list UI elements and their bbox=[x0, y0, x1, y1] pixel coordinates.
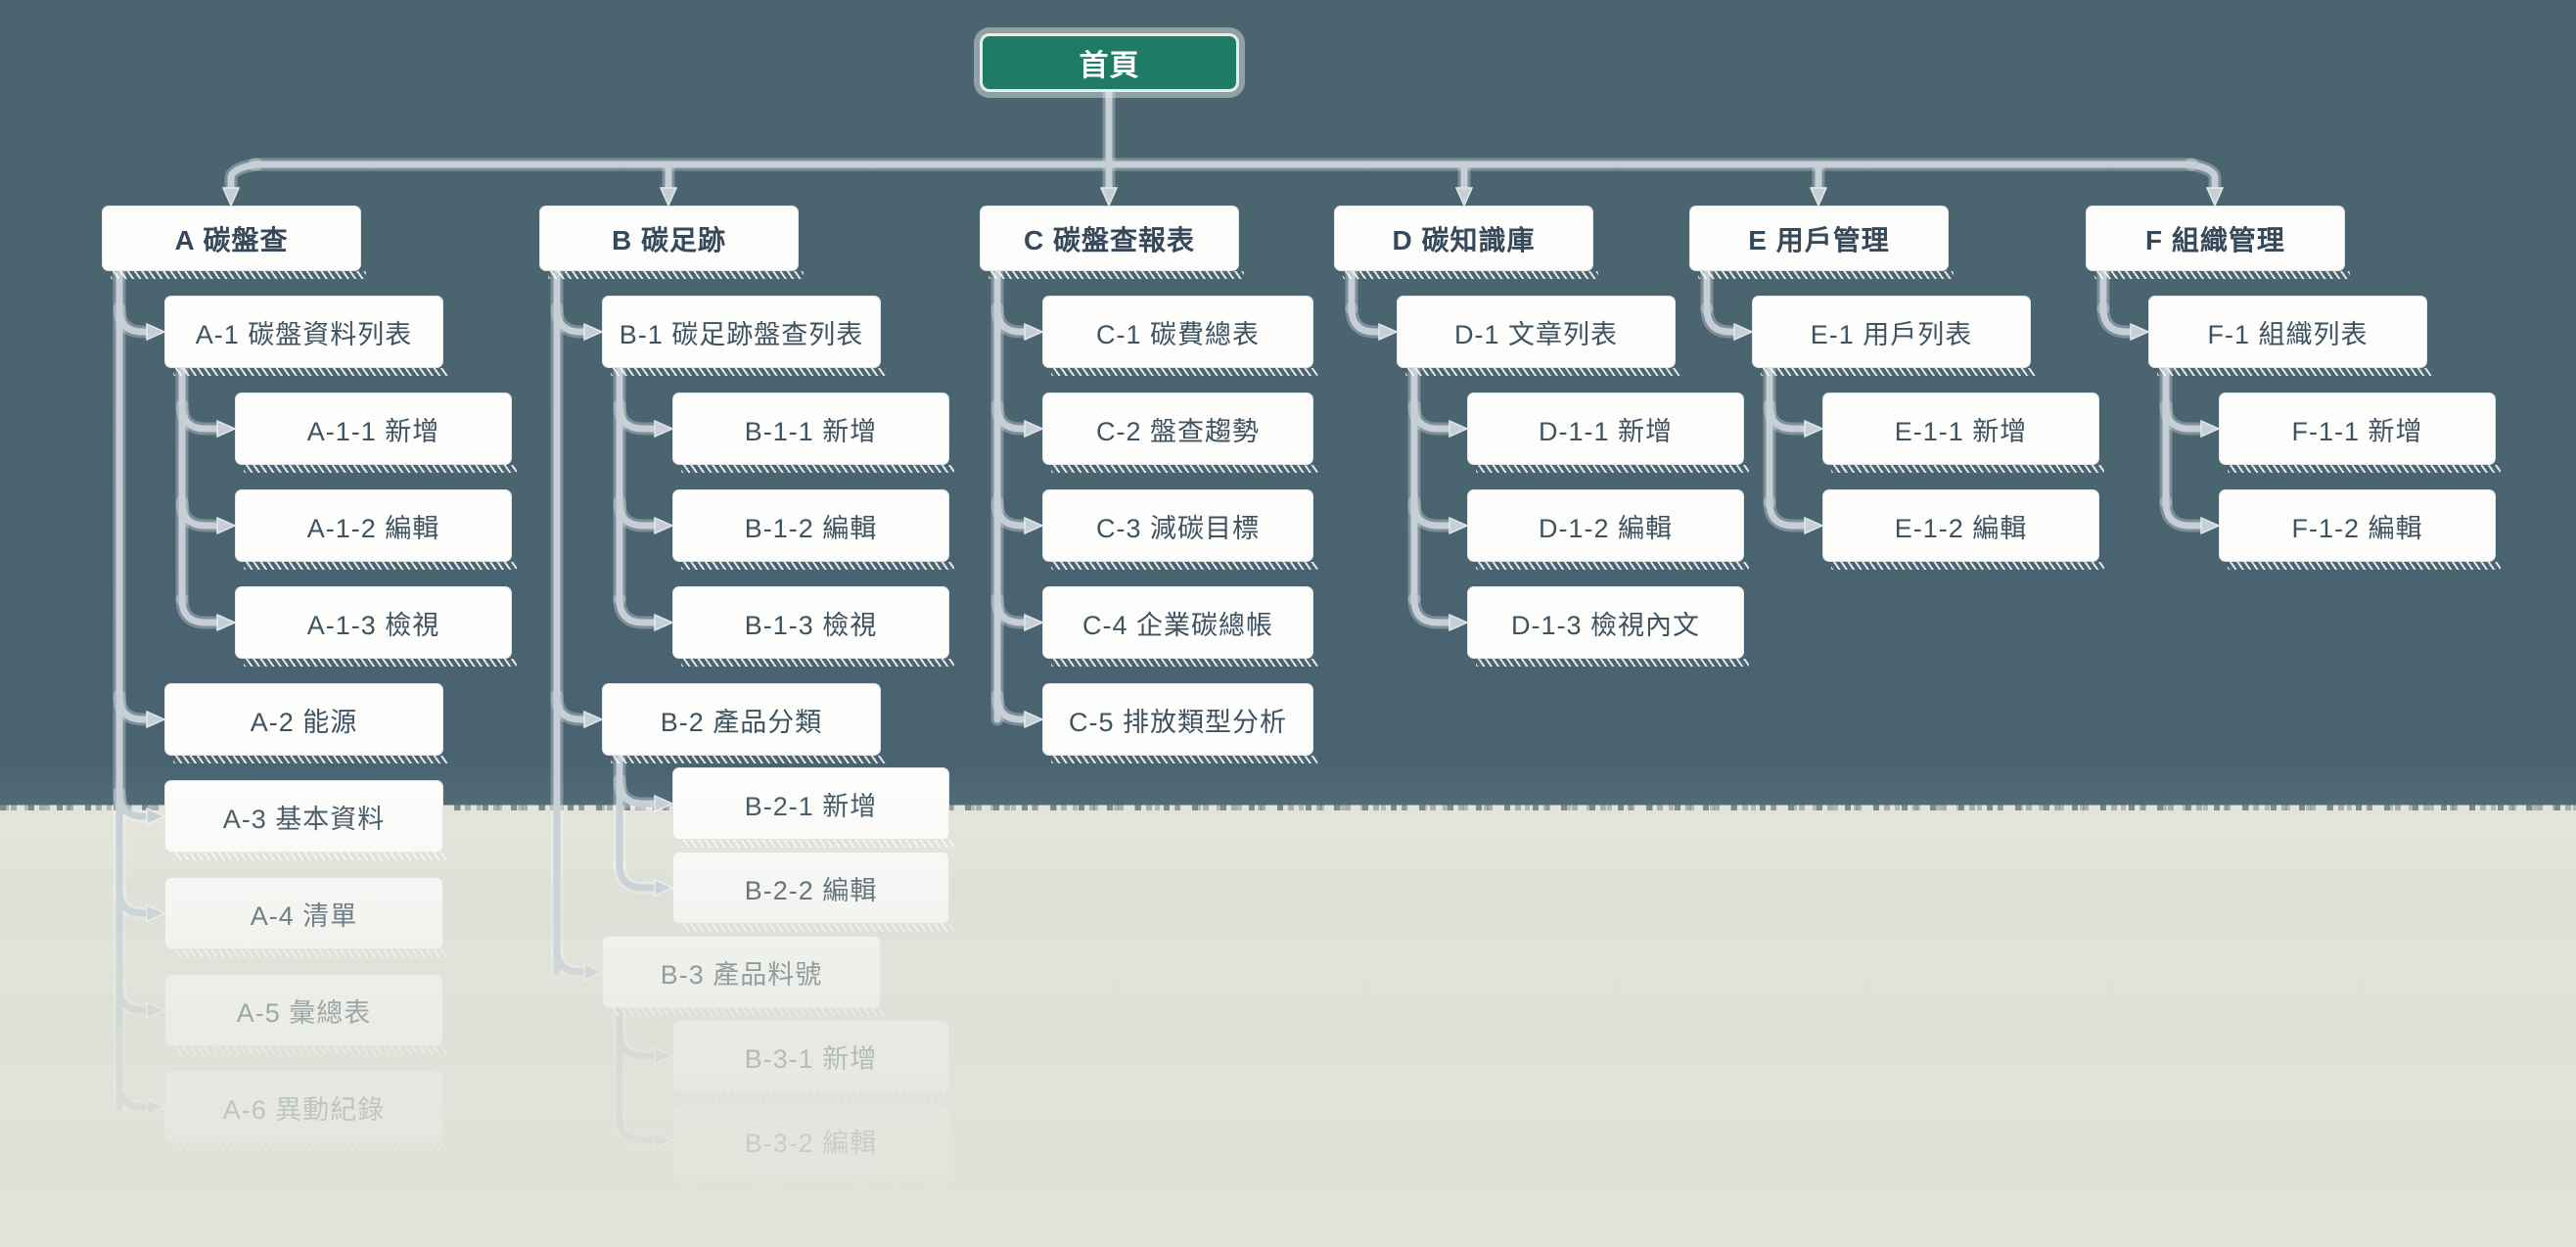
node-a-3[interactable]: A-3 基本資料 bbox=[164, 780, 448, 860]
node-e-1-2[interactable]: E-1-2 編輯 bbox=[1822, 489, 2104, 570]
node-f-1[interactable]: F-1 組織列表 bbox=[2148, 296, 2432, 376]
node-d-1-2[interactable]: D-1-2 編輯 bbox=[1467, 489, 1749, 570]
node-f-1-2[interactable]: F-1-2 編輯 bbox=[2219, 489, 2501, 570]
node-b-1-3[interactable]: B-1-3 檢視 bbox=[672, 586, 954, 667]
node-a-6[interactable]: A-6 異動紀錄 bbox=[164, 1071, 448, 1151]
node-b-1-2[interactable]: B-1-2 編輯 bbox=[672, 489, 954, 570]
node-a-1-3[interactable]: A-1-3 檢視 bbox=[235, 586, 517, 667]
node-a-2[interactable]: A-2 能源 bbox=[164, 683, 448, 763]
node-f-1-1[interactable]: F-1-1 新增 bbox=[2219, 393, 2501, 473]
node-c-3[interactable]: C-3 減碳目標 bbox=[1042, 489, 1318, 570]
node-b-2-2[interactable]: B-2-2 編輯 bbox=[672, 852, 954, 932]
node-f[interactable]: F 組織管理 bbox=[2086, 206, 2350, 279]
node-a[interactable]: A 碳盤查 bbox=[102, 206, 366, 279]
node-a-1[interactable]: A-1 碳盤資料列表 bbox=[164, 296, 448, 376]
node-e-1[interactable]: E-1 用戶列表 bbox=[1752, 296, 2036, 376]
node-e[interactable]: E 用戶管理 bbox=[1689, 206, 1954, 279]
node-b[interactable]: B 碳足跡 bbox=[539, 206, 804, 279]
node-b-2-1[interactable]: B-2-1 新增 bbox=[672, 767, 954, 848]
node-d-1-3[interactable]: D-1-3 檢視內文 bbox=[1467, 586, 1749, 667]
node-c-5[interactable]: C-5 排放類型分析 bbox=[1042, 683, 1318, 763]
node-d-1-1[interactable]: D-1-1 新增 bbox=[1467, 393, 1749, 473]
node-home[interactable]: 首頁 bbox=[980, 33, 1239, 92]
node-b-1-1[interactable]: B-1-1 新增 bbox=[672, 393, 954, 473]
node-b-1[interactable]: B-1 碳足跡盤查列表 bbox=[602, 296, 886, 376]
node-c-2[interactable]: C-2 盤查趨勢 bbox=[1042, 393, 1318, 473]
node-c-4[interactable]: C-4 企業碳總帳 bbox=[1042, 586, 1318, 667]
node-e-1-1[interactable]: E-1-1 新增 bbox=[1822, 393, 2104, 473]
node-b-3-2[interactable]: B-3-2 編輯 bbox=[672, 1104, 954, 1184]
node-a-5[interactable]: A-5 彙總表 bbox=[164, 974, 448, 1054]
node-b-2[interactable]: B-2 產品分類 bbox=[602, 683, 886, 763]
node-b-3-1[interactable]: B-3-1 新增 bbox=[672, 1020, 954, 1100]
node-a-1-1[interactable]: A-1-1 新增 bbox=[235, 393, 517, 473]
node-c-1[interactable]: C-1 碳費總表 bbox=[1042, 296, 1318, 376]
node-a-4[interactable]: A-4 清單 bbox=[164, 877, 448, 957]
node-c[interactable]: C 碳盤查報表 bbox=[980, 206, 1244, 279]
node-b-3[interactable]: B-3 產品料號 bbox=[602, 936, 886, 1016]
node-d[interactable]: D 碳知識庫 bbox=[1334, 206, 1598, 279]
node-a-1-2[interactable]: A-1-2 編輯 bbox=[235, 489, 517, 570]
node-d-1[interactable]: D-1 文章列表 bbox=[1397, 296, 1680, 376]
